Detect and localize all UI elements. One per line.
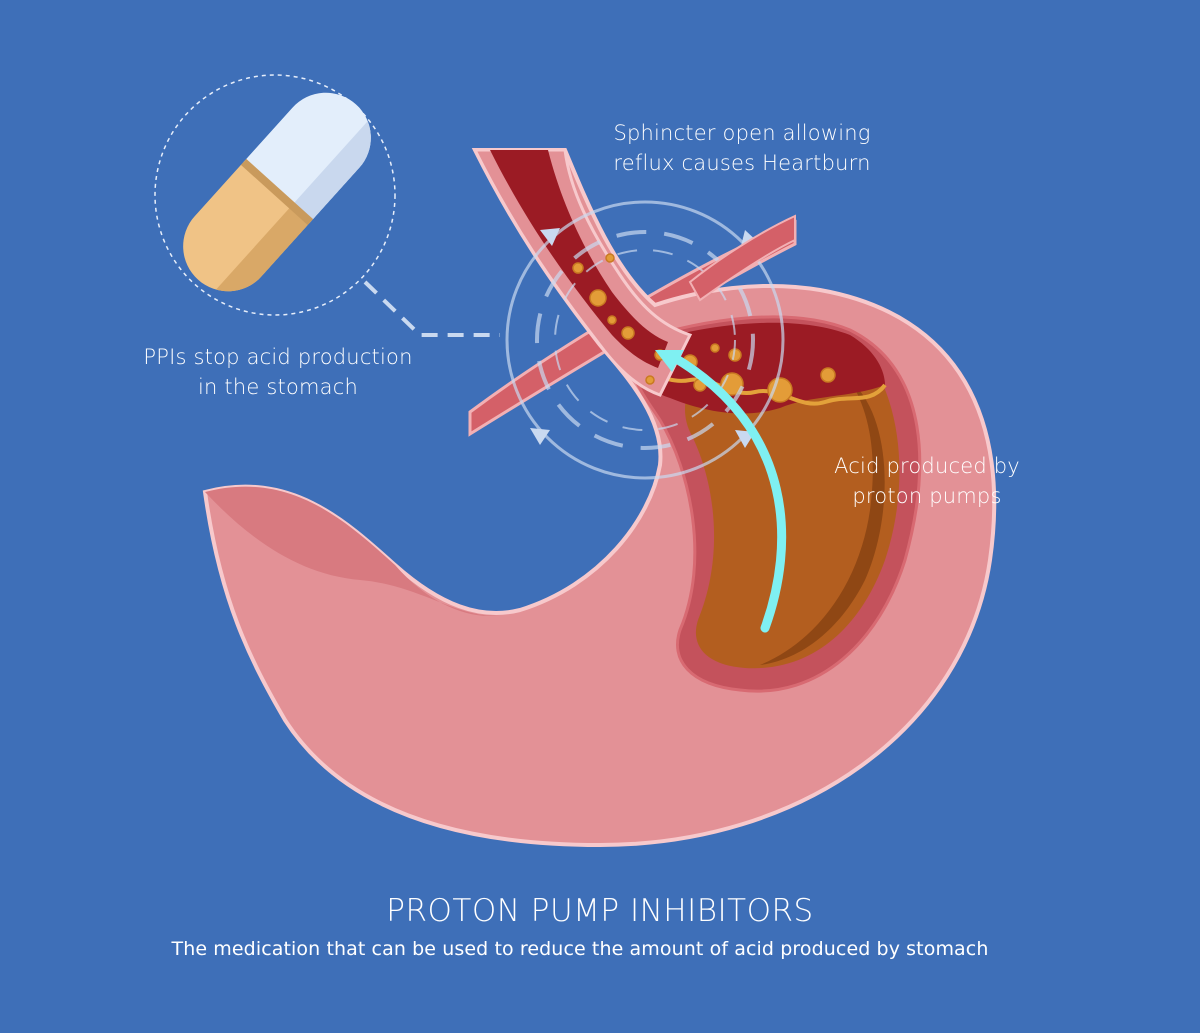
- page-title: PROTON PUMP INHIBITORS: [386, 893, 814, 929]
- sphincter-label: Sphincter open allowing reflux causes He…: [613, 121, 871, 175]
- diaphragm-band-front: [688, 214, 796, 302]
- acid-label: Acid produced by proton pumps: [834, 454, 1020, 508]
- acid-surface-line: [624, 358, 887, 406]
- stomach-acid-shade: [760, 380, 885, 665]
- capsule-connector: [363, 280, 500, 337]
- ppi-label: PPIs stop acid production in the stomach: [143, 345, 413, 399]
- capsule-icon: [164, 74, 390, 310]
- acid-arrow-icon: [655, 350, 787, 633]
- capsule-frame: [154, 74, 396, 316]
- page-subtitle: The medication that can be used to reduc…: [171, 938, 989, 960]
- esophagus-lumen: [490, 150, 668, 368]
- stomach-fold: [205, 486, 500, 616]
